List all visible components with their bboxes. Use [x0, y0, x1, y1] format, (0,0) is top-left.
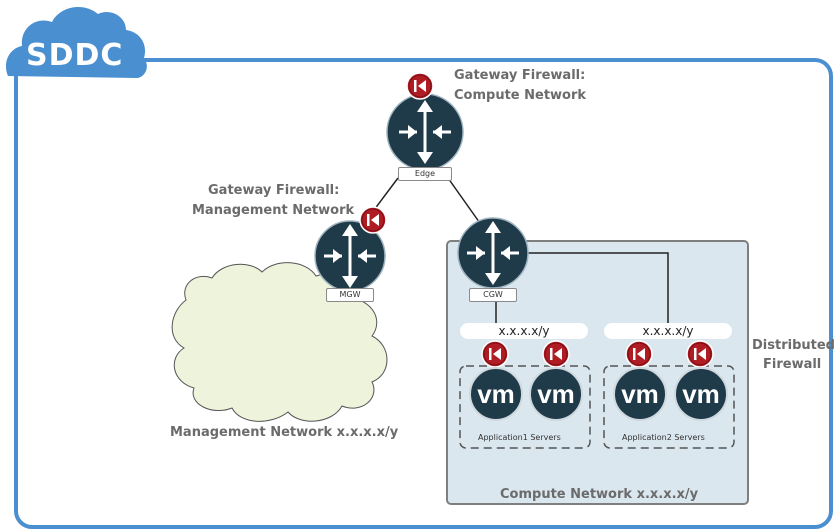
segment-2-subnet: x.x.x.x/y [604, 323, 732, 339]
vm-icon [613, 367, 667, 421]
application1-servers-label: Application1 Servers [478, 433, 561, 442]
vm-icon [469, 367, 523, 421]
edge-firewall-label-line1: Gateway Firewall: [454, 68, 586, 83]
sddc-cloud-icon [5, 7, 147, 79]
application1-servers-group [459, 365, 591, 449]
vm-label: vm [682, 379, 720, 409]
vm-label: vm [537, 379, 575, 409]
cgw-tag: CGW [469, 288, 517, 302]
mgw-tag: MGW [326, 288, 374, 302]
compute-network-box [446, 240, 749, 505]
vm-label: vm [621, 379, 659, 409]
distributed-firewall-label-line2: Firewall [763, 357, 822, 372]
application2-servers-group [603, 365, 735, 449]
edge-firewall-label-line2: Compute Network [454, 88, 587, 103]
edge-tag: Edge [398, 167, 452, 181]
edge-firewall-icon [406, 72, 434, 100]
mgw-firewall-label-line2: Management Network [192, 203, 355, 218]
link-edge-cgw [447, 177, 483, 227]
link-cgw-segment-2 [527, 252, 669, 325]
edge-router-icon [386, 93, 464, 171]
compute-network-label: Compute Network x.x.x.x/y [500, 487, 699, 502]
management-network-cloud-icon [171, 262, 388, 422]
application2-servers-label: Application2 Servers [622, 433, 705, 442]
distributed-firewall-label-line1: Distributed [752, 338, 835, 353]
dfw-firewall-icon-4 [686, 340, 714, 368]
mgw-firewall-icon [359, 206, 387, 234]
dfw-firewall-icon-3 [625, 340, 653, 368]
cgw-router-icon [457, 217, 529, 289]
mgw-firewall-label-line1: Gateway Firewall: [208, 183, 340, 198]
vm-icon [529, 367, 583, 421]
dfw-firewall-icon-1 [481, 340, 509, 368]
vm-icon [674, 367, 728, 421]
segment-1-subnet: x.x.x.x/y [460, 323, 588, 339]
vm-label: vm [477, 379, 515, 409]
dfw-firewall-icon-2 [542, 340, 570, 368]
management-network-label: Management Network x.x.x.x/y [170, 425, 399, 440]
sddc-title: SDDC [26, 38, 124, 73]
